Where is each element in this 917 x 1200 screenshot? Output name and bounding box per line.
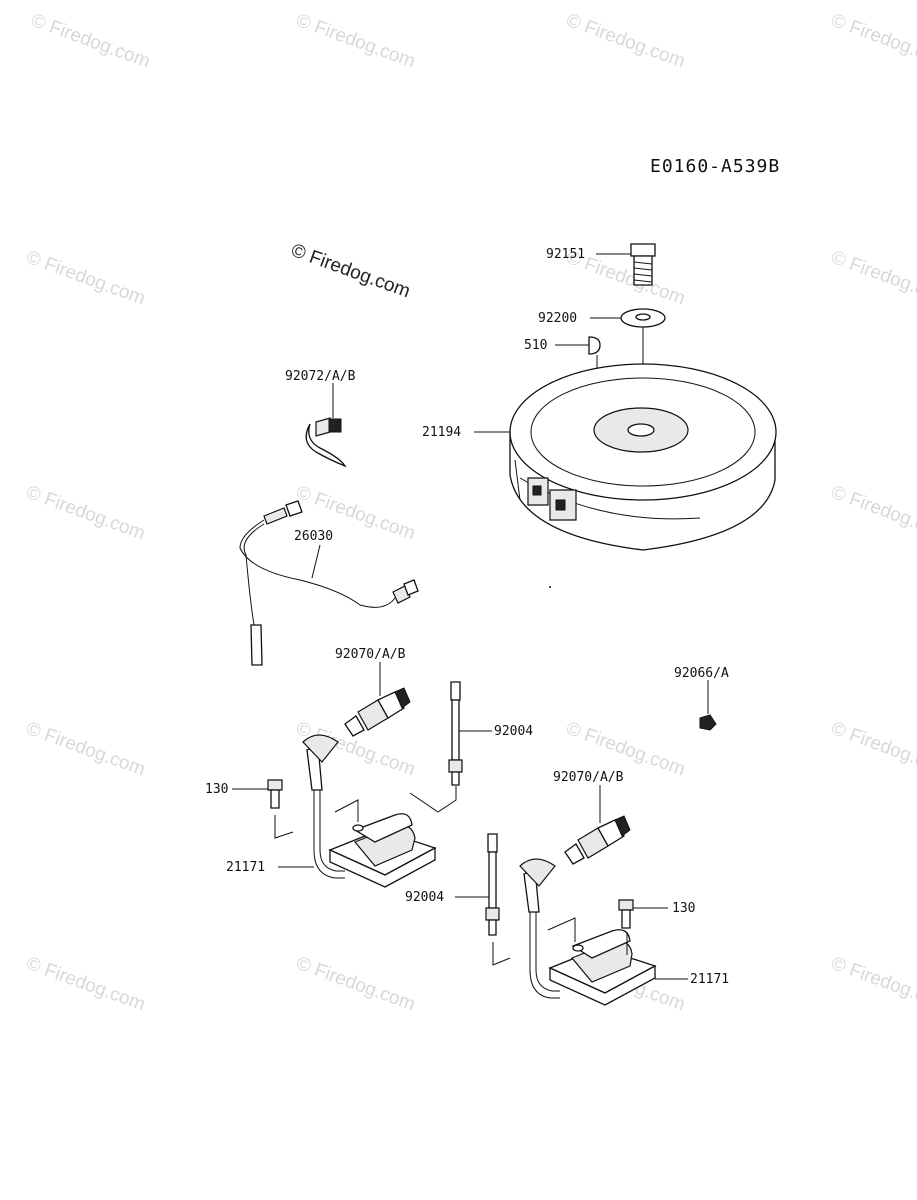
flywheel-key (588, 336, 601, 355)
assembly-line (334, 799, 359, 822)
label-92004-upper: 92004 (494, 724, 533, 739)
diagram-code: E0160-A539B (650, 156, 780, 177)
label-130-upper: 130 (205, 782, 228, 797)
flywheel-bolt (630, 243, 656, 286)
watermark: © Firedog.com (293, 10, 418, 72)
ignition-coil-lower (519, 858, 657, 1006)
spark-plug-lower (564, 815, 631, 865)
assembly-line (492, 942, 511, 966)
flywheel-washer (620, 308, 666, 328)
assembly-line (409, 786, 457, 813)
label-21171-lower: 21171 (690, 972, 729, 987)
watermark: © Firedog.com (828, 953, 917, 1015)
copyright-notice: © Firedog.com (288, 240, 413, 302)
bolt-lower (618, 899, 634, 929)
watermark: © Firedog.com (828, 718, 917, 780)
label-92066: 92066/A (674, 666, 729, 681)
leader-line (311, 544, 321, 579)
label-92072: 92072/A/B (285, 369, 356, 384)
label-92070-lower: 92070/A/B (553, 770, 624, 785)
label-92200: 92200 (538, 311, 577, 326)
stud-lower (485, 833, 500, 936)
assembly-line (547, 917, 576, 942)
watermark: © Firedog.com (828, 482, 917, 544)
lead-clamp (305, 417, 347, 468)
watermark: © Firedog.com (828, 247, 917, 309)
watermark: © Firedog.com (23, 247, 148, 309)
reference-dot (549, 586, 551, 588)
watermark: © Firedog.com (23, 482, 148, 544)
watermark-layer: © Firedog.com © Firedog.com © Firedog.co… (23, 10, 917, 1015)
label-92004-lower: 92004 (405, 890, 444, 905)
bolt-upper (267, 779, 283, 809)
label-510: 510 (524, 338, 547, 353)
lead-wire (239, 500, 419, 666)
watermark: © Firedog.com (293, 953, 418, 1015)
label-26030: 26030 (294, 529, 333, 544)
label-92151: 92151 (546, 247, 585, 262)
spark-plug-upper (344, 687, 411, 737)
watermark: © Firedog.com (563, 10, 688, 72)
ignition-coil-upper (302, 734, 437, 888)
label-21171-upper: 21171 (226, 860, 265, 875)
stud-upper (448, 681, 463, 786)
watermark: © Firedog.com (23, 718, 148, 780)
watermark: © Firedog.com (28, 10, 153, 72)
label-130-lower: 130 (672, 901, 695, 916)
label-92070-upper: 92070/A/B (335, 647, 406, 662)
flywheel (509, 363, 777, 551)
watermark: © Firedog.com (828, 10, 917, 72)
watermark: © Firedog.com (23, 953, 148, 1015)
assembly-line (274, 815, 294, 839)
label-21194: 21194 (422, 425, 461, 440)
nut (699, 714, 717, 731)
